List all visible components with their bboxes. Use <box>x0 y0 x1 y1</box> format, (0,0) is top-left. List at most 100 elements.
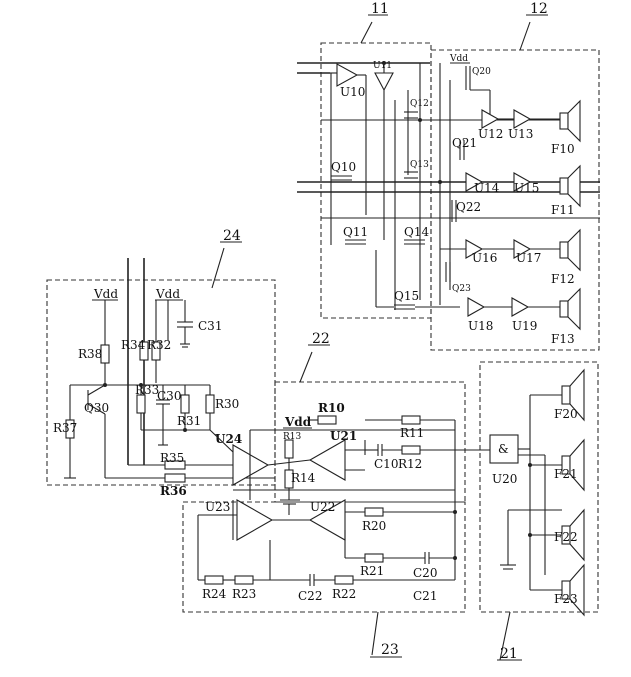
label-r31: R31 <box>177 414 201 428</box>
label-u12: U12 <box>478 127 503 141</box>
logic-gate-u20 <box>489 434 519 464</box>
speaker-f20 <box>561 368 585 422</box>
speaker-f13 <box>559 287 581 331</box>
label-r21: R21 <box>360 564 384 578</box>
block-label-21: 21 <box>500 646 518 662</box>
label-q11: Q11 <box>343 225 368 239</box>
label-q20: Q20 <box>472 67 491 77</box>
amp-u21 <box>308 439 346 481</box>
label-r11: R11 <box>400 426 424 440</box>
label-r10: R10 <box>318 401 345 415</box>
block-label-23: 23 <box>381 642 399 658</box>
label-vdd-left1: Vdd <box>93 287 118 301</box>
amp-u11 <box>374 72 394 92</box>
label-u24: U24 <box>215 432 242 446</box>
label-q12: Q12 <box>410 99 429 109</box>
amp-u10 <box>336 63 359 87</box>
block-23-boundary <box>182 501 466 613</box>
label-gate-symbol: & <box>498 442 509 456</box>
label-c21: C21 <box>413 589 437 603</box>
label-u20: U20 <box>492 472 517 486</box>
speaker-f23 <box>561 563 585 617</box>
label-f11: F11 <box>551 203 575 217</box>
label-vdd-top: Vdd <box>449 54 468 64</box>
label-f20: F20 <box>554 407 578 421</box>
resistor-r36 <box>164 473 186 483</box>
amp-u15 <box>513 172 532 192</box>
label-r32: R32 <box>147 338 171 352</box>
label-u15: U15 <box>514 181 539 195</box>
amp-u22 <box>308 499 346 541</box>
resistor-r24 <box>204 575 224 585</box>
block-21-boundary <box>479 361 599 613</box>
label-r38: R38 <box>78 347 102 361</box>
speaker-f10 <box>559 99 581 143</box>
label-f21: F21 <box>554 467 578 481</box>
block-label-11: 11 <box>371 1 389 17</box>
resistor-r34 <box>139 341 149 361</box>
label-u19: U19 <box>512 319 537 333</box>
block-12-boundary <box>430 49 600 351</box>
resistor-r13 <box>284 439 294 459</box>
label-f13: F13 <box>551 332 575 346</box>
resistor-r30 <box>205 394 215 414</box>
label-r34: R34 <box>121 338 146 352</box>
label-r14: R14 <box>291 471 316 485</box>
block-label-22: 22 <box>312 331 330 347</box>
label-r30: R30 <box>215 397 239 411</box>
label-u10: U10 <box>340 85 365 99</box>
amp-u18 <box>467 297 486 317</box>
resistor-r22 <box>334 575 354 585</box>
speaker-f11 <box>559 164 581 208</box>
label-f22: F22 <box>554 530 578 544</box>
label-q14: Q14 <box>404 225 429 239</box>
label-vdd-left2: Vdd <box>155 287 180 301</box>
label-r37: R37 <box>53 421 77 435</box>
label-vdd-mid: Vdd <box>284 415 312 429</box>
label-r35: R35 <box>160 451 184 465</box>
resistor-r12 <box>401 445 421 455</box>
label-q21: Q21 <box>452 136 477 150</box>
label-r20: R20 <box>362 519 386 533</box>
label-f23: F23 <box>554 592 578 606</box>
speaker-f22 <box>561 508 585 562</box>
amp-u23 <box>236 499 274 541</box>
label-c31: C31 <box>198 319 222 333</box>
label-u21: U21 <box>330 429 357 443</box>
resistor-r20 <box>364 507 384 517</box>
label-f12: F12 <box>551 272 575 286</box>
label-q15: Q15 <box>394 289 419 303</box>
block-label-24: 24 <box>223 228 241 244</box>
resistor-r33 <box>136 394 146 414</box>
resistor-r21 <box>364 553 384 563</box>
label-r36: R36 <box>160 484 187 498</box>
label-u23: U23 <box>205 500 230 514</box>
label-u17: U17 <box>516 251 541 265</box>
label-f10: F10 <box>551 142 575 156</box>
label-r13: R13 <box>283 432 302 442</box>
resistor-r11 <box>401 415 421 425</box>
label-q22: Q22 <box>456 200 481 214</box>
amp-u13 <box>513 109 532 129</box>
label-r33: R33 <box>135 383 159 397</box>
label-q10: Q10 <box>331 160 356 174</box>
resistor-r23 <box>234 575 254 585</box>
label-c20: C20 <box>413 566 437 580</box>
resistor-r31 <box>180 394 190 414</box>
block-label-12: 12 <box>530 1 548 17</box>
label-u22: U22 <box>310 500 335 514</box>
label-c10: C10 <box>374 457 398 471</box>
block-11-boundary <box>320 42 432 319</box>
label-u16: U16 <box>472 251 497 265</box>
label-u11: U11 <box>373 61 392 71</box>
resistor-r10 <box>317 415 337 425</box>
amp-u12 <box>481 109 500 129</box>
speaker-f12 <box>559 228 581 272</box>
label-c22: C22 <box>298 589 322 603</box>
label-q23: Q23 <box>452 284 471 294</box>
label-r23: R23 <box>232 587 256 601</box>
label-u14: U14 <box>474 181 500 195</box>
label-q30: Q30 <box>84 401 109 415</box>
label-r12: R12 <box>398 457 422 471</box>
